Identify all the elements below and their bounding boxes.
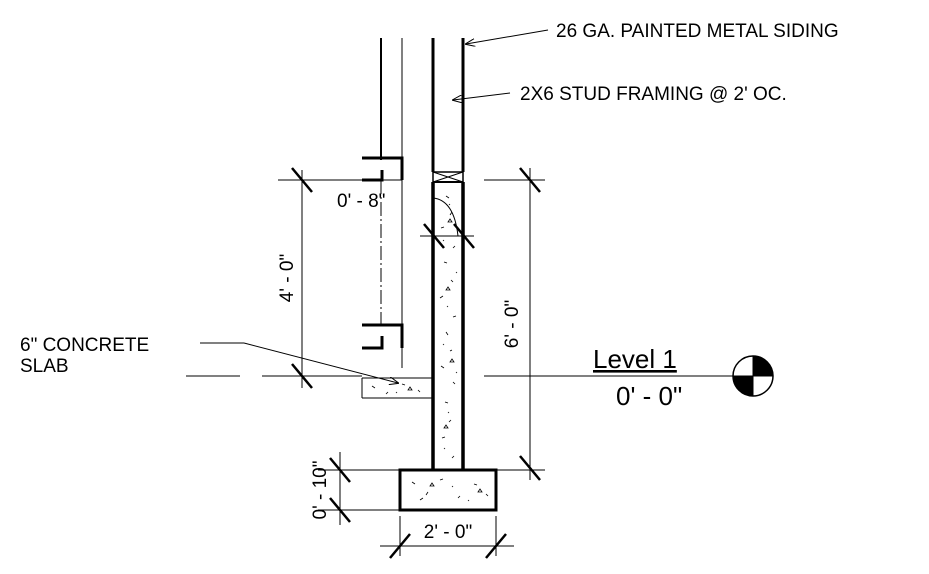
concrete-foundation	[361, 181, 498, 512]
leader-lines	[200, 29, 549, 383]
level-target-icon	[732, 355, 774, 397]
siding-callout: 26 GA. PAINTED METAL SIDING	[556, 21, 839, 42]
slab-callout-line2: SLAB	[20, 356, 69, 377]
opening-height-dimension: 4' - 0"	[277, 254, 298, 302]
footing-width-dimension: 2' - 0"	[424, 522, 472, 543]
footing-depth-dimension: 0' - 10"	[310, 461, 331, 520]
level-elevation: 0' - 0"	[616, 381, 682, 411]
foundation-height-dimension: 6' - 0"	[502, 300, 523, 348]
framing-callout: 2X6 STUD FRAMING @ 2' OC.	[520, 84, 787, 105]
concrete-hatch	[371, 195, 489, 502]
stud-wall	[431, 38, 465, 183]
slab-callout-line1: 6" CONCRETE	[20, 335, 149, 356]
wall-thickness-dimension: 0' - 8"	[337, 191, 385, 212]
level-name: Level 1	[593, 344, 677, 374]
dimension-lines	[278, 167, 545, 559]
